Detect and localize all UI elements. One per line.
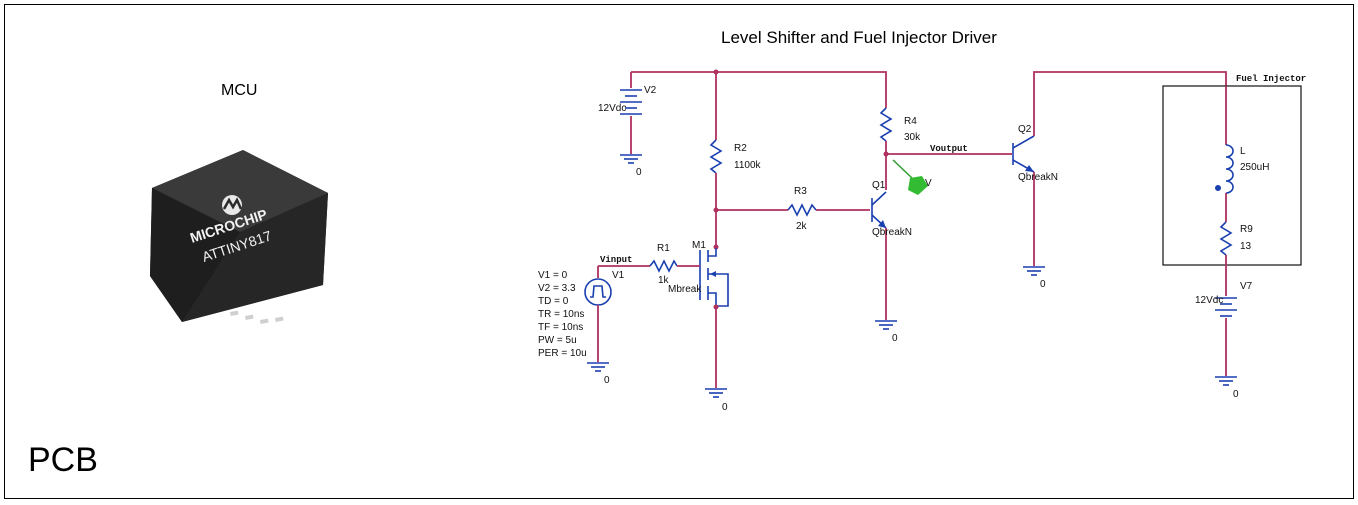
r4-resistor: R4 30k [879, 107, 921, 190]
v7-source: V7 12Vdc 0 [1195, 281, 1253, 400]
l-name: L [1240, 146, 1246, 157]
diagram-title: Level Shifter and Fuel Injector Driver [721, 28, 997, 47]
pulse-param-v2: V2 = 3.3 [538, 283, 576, 294]
fuel-injector-label: Fuel Injector [1236, 74, 1306, 84]
q2-transistor: Q2 QbreakN 0 [1012, 71, 1227, 290]
v1-pulse-source: V1 0 [584, 266, 625, 386]
v1-ground: 0 [604, 375, 610, 386]
q2-name: Q2 [1018, 124, 1032, 135]
probe-label: V [925, 178, 932, 189]
r1-value: 1k [658, 275, 670, 286]
pulse-param-td: TD = 0 [538, 296, 569, 307]
q1-transistor: Q1 QbreakN 0 [871, 180, 912, 344]
q1-model: QbreakN [872, 227, 912, 238]
v1-name: V1 [612, 270, 625, 281]
q1-name: Q1 [872, 180, 886, 191]
r1-resistor: R1 1k [598, 243, 700, 286]
r3-name: R3 [794, 186, 807, 197]
v2-name: V2 [644, 85, 657, 96]
m1-ground: 0 [722, 402, 728, 413]
r1-name: R1 [657, 243, 670, 254]
pcb-label: PCB [28, 441, 98, 479]
l-value: 250uH [1240, 162, 1269, 173]
r4-name: R4 [904, 116, 917, 127]
q2-ground: 0 [1040, 279, 1046, 290]
r2-value: 1100k [734, 160, 762, 171]
v7-value: 12Vdc [1195, 295, 1223, 306]
q2-model: QbreakN [1018, 172, 1058, 183]
v7-name: V7 [1240, 281, 1253, 292]
q1-ground: 0 [892, 333, 898, 344]
vinput-net-label: Vinput [600, 255, 632, 265]
v2-ground: 0 [636, 167, 642, 178]
m1-model: Mbreak [668, 284, 702, 295]
v7-ground: 0 [1233, 389, 1239, 400]
pulse-param-tf: TF = 10ns [538, 322, 583, 333]
pulse-param-per: PER = 10u [538, 348, 587, 359]
r3-value: 2k [796, 221, 808, 232]
r9-value: 13 [1240, 241, 1252, 252]
r3-resistor: R3 2k [716, 186, 870, 232]
r2-resistor: R2 1100k [709, 72, 762, 210]
r2-name: R2 [734, 143, 747, 154]
voutput-net-label: Voutput [930, 144, 968, 154]
mcu-chip: MICROCHIP ATTINY817 [150, 150, 328, 324]
pulse-param-pw: PW = 5u [538, 335, 577, 346]
mcu-label: MCU [221, 82, 258, 99]
r9-name: R9 [1240, 224, 1253, 235]
pulse-param-tr: TR = 10ns [538, 309, 584, 320]
m1-mosfet: M1 Mbreak 0 [668, 210, 729, 413]
v2-value: 12Vdc [598, 103, 626, 114]
voltage-probe: V [892, 159, 932, 195]
fuel-injector-box: Fuel Injector L 250uH R9 13 [1162, 74, 1306, 296]
m1-name: M1 [692, 240, 706, 251]
pulse-parameters: V1 = 0 V2 = 3.3 TD = 0 TR = 10ns TF = 10… [538, 270, 587, 359]
pulse-param-v1: V1 = 0 [538, 270, 568, 281]
slide-frame [4, 4, 1354, 499]
r4-value: 30k [904, 132, 921, 143]
